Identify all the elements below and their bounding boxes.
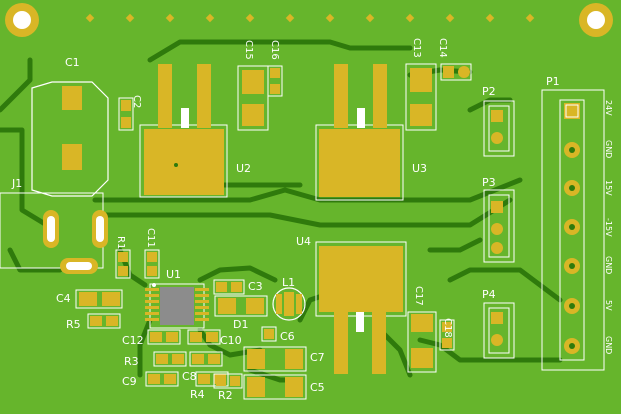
p4-connector bbox=[483, 302, 515, 359]
c5-label: C5 bbox=[310, 381, 325, 394]
c6-label: C6 bbox=[280, 330, 295, 343]
r3-component bbox=[153, 351, 187, 367]
c10-component bbox=[187, 329, 221, 345]
c8-label: C8 bbox=[182, 370, 197, 383]
c16-component bbox=[267, 65, 283, 97]
c5-component bbox=[243, 374, 307, 400]
c2-label: C2 bbox=[131, 95, 142, 108]
c15-label: C15 bbox=[243, 40, 254, 60]
u2-regulator bbox=[139, 64, 228, 198]
l1-inductor bbox=[272, 287, 306, 321]
r2-label: R2 bbox=[218, 389, 233, 402]
p1-connector bbox=[541, 89, 605, 371]
c17-label: C17 bbox=[413, 286, 424, 306]
c1-component bbox=[31, 81, 109, 197]
u1-label: U1 bbox=[166, 268, 181, 281]
c2-component bbox=[118, 97, 134, 131]
c10-label: C10 bbox=[220, 334, 242, 347]
p1-net-6: 5V bbox=[604, 300, 613, 311]
j1-connector bbox=[0, 192, 108, 274]
c11-component bbox=[144, 249, 160, 279]
traces bbox=[0, 39, 563, 383]
p2-connector bbox=[483, 100, 515, 157]
c6-component bbox=[261, 326, 277, 342]
p1-net-2: GND bbox=[604, 140, 613, 158]
c18-component bbox=[439, 319, 455, 351]
d1-label: D1 bbox=[233, 318, 248, 331]
u2-label: U2 bbox=[236, 162, 251, 175]
c13-label: C13 bbox=[411, 38, 422, 58]
c12-component bbox=[147, 329, 181, 345]
p1-net-1: 24V bbox=[604, 100, 613, 116]
c13-component bbox=[405, 63, 437, 131]
c3-label: C3 bbox=[248, 280, 263, 293]
c9-component bbox=[145, 371, 179, 387]
p1-net-4: -15V bbox=[604, 218, 613, 237]
c7-component bbox=[243, 346, 307, 372]
c15-component bbox=[237, 65, 269, 131]
c8-component bbox=[189, 351, 223, 367]
r1-component bbox=[115, 249, 131, 279]
c16-label: C16 bbox=[269, 40, 280, 60]
j1-label: J1 bbox=[11, 177, 22, 190]
c9-label: C9 bbox=[122, 375, 137, 388]
c14-label: C14 bbox=[437, 38, 448, 58]
p3-label: P3 bbox=[482, 176, 496, 189]
c12-label: C12 bbox=[122, 334, 144, 347]
r5-component bbox=[87, 313, 121, 329]
c4-component bbox=[75, 289, 123, 309]
c1-label: C1 bbox=[65, 56, 80, 69]
u4-regulator bbox=[315, 241, 407, 374]
c18-label: C18 bbox=[442, 318, 453, 338]
p1-label: P1 bbox=[546, 75, 560, 88]
p1-net-7: GND bbox=[604, 336, 613, 354]
r3-label: R3 bbox=[124, 355, 139, 368]
p1-net-5: GND bbox=[604, 256, 613, 274]
c3-component bbox=[213, 279, 245, 295]
p1-net-3: 15V bbox=[604, 180, 613, 196]
mounting-hole-top-right bbox=[579, 3, 613, 37]
l1-label: L1 bbox=[282, 276, 295, 289]
mounting-hole-top-left bbox=[5, 3, 39, 37]
r5-label: R5 bbox=[66, 318, 81, 331]
c14-component bbox=[440, 63, 472, 81]
u4-label: U4 bbox=[296, 235, 311, 248]
u3-regulator bbox=[315, 64, 404, 201]
p3-connector bbox=[483, 189, 515, 263]
r4-label: R4 bbox=[190, 388, 205, 401]
c7-label: C7 bbox=[310, 351, 325, 364]
u3-label: U3 bbox=[412, 162, 427, 175]
p2-label: P2 bbox=[482, 85, 496, 98]
u1-ic bbox=[145, 283, 209, 329]
c4-label: C4 bbox=[56, 292, 71, 305]
r2-component bbox=[213, 373, 243, 389]
r1-label: R1 bbox=[115, 236, 126, 249]
c11-label: C11 bbox=[145, 228, 156, 248]
p4-label: P4 bbox=[482, 288, 496, 301]
d1-component bbox=[214, 295, 268, 317]
c17-component bbox=[407, 311, 437, 373]
